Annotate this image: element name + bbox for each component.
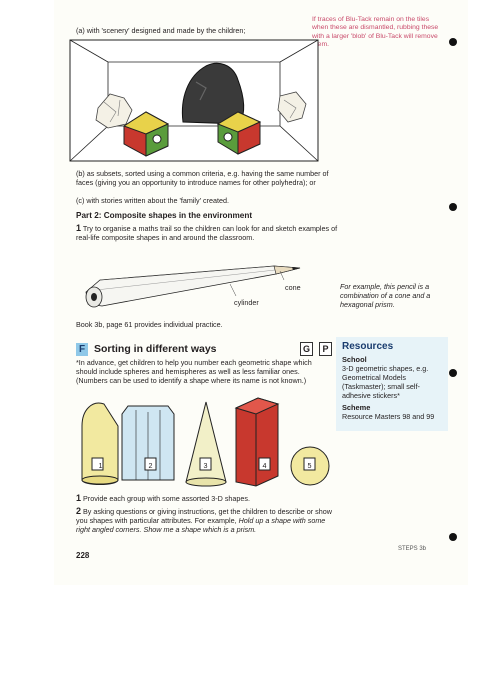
- shape-number-4: 4: [262, 461, 267, 470]
- section-f-item-2: 2 By asking questions or giving instruct…: [76, 506, 338, 535]
- binder-hole: [449, 369, 457, 377]
- shapes-illustration: [81, 397, 330, 487]
- item-text: By asking questions or giving instructio…: [76, 507, 332, 525]
- blu-tack-note: If traces of Blu-Tack remain on the tile…: [312, 16, 439, 49]
- item-number: 1: [76, 493, 82, 503]
- binder-hole: [449, 533, 457, 541]
- shape-number-5: 5: [307, 461, 312, 470]
- resources-panel: Resources School 3-D geometric shapes, e…: [336, 337, 448, 431]
- item-text: Provide each group with some assorted 3-…: [83, 494, 251, 503]
- scheme-text: Resource Masters 98 and 99: [342, 412, 435, 421]
- binder-hole: [449, 38, 457, 46]
- item-number: 1: [76, 223, 82, 233]
- pair-badge: P: [319, 342, 332, 356]
- pencil-example-note: For example, this pencil is a combinatio…: [340, 282, 431, 309]
- item-example: Hold up a shape with some right angled c…: [76, 516, 326, 534]
- page-number: 228: [76, 551, 90, 560]
- label-cone: cone: [285, 283, 301, 292]
- group-badge: G: [300, 342, 313, 356]
- item-number: 2: [76, 506, 82, 516]
- section-letter-badge: F: [76, 342, 88, 356]
- section-f-heading: F Sorting in different ways G P: [76, 341, 332, 357]
- shape-number-3: 3: [203, 461, 208, 470]
- book-reference: Book 3b, page 61 provides individual pra…: [76, 320, 223, 329]
- section-title: Sorting in different ways: [94, 343, 217, 355]
- shape-number-1: 1: [98, 461, 103, 470]
- part2-item-1: 1 Try to organise a maths trail so the c…: [76, 223, 346, 243]
- pencil-illustration: [85, 265, 301, 308]
- cylinder-shape-1: [81, 402, 119, 485]
- scenery-illustration: [69, 39, 319, 162]
- caption-c: (c) with stories written about the 'fami…: [76, 196, 229, 205]
- section-f-intro: *In advance, get children to help you nu…: [76, 358, 312, 385]
- running-head: STEPS 3b: [398, 546, 427, 552]
- item-text: Try to organise a maths trail so the chi…: [76, 224, 338, 242]
- school-text: 3-D geometric shapes, e.g. Geometrical M…: [342, 364, 429, 400]
- resources-title: Resources: [342, 341, 394, 352]
- binder-hole: [449, 203, 457, 211]
- shape-number-2: 2: [148, 461, 153, 470]
- scheme-heading: Scheme: [342, 403, 371, 412]
- label-cylinder: cylinder: [234, 298, 259, 307]
- part2-heading: Part 2: Composite shapes in the environm…: [76, 211, 253, 220]
- caption-b: (b) as subsets, sorted using a common cr…: [76, 169, 329, 187]
- section-f-item-1: 1 Provide each group with some assorted …: [76, 493, 336, 504]
- caption-a: (a) with 'scenery' designed and made by …: [76, 26, 246, 35]
- school-heading: School: [342, 355, 367, 364]
